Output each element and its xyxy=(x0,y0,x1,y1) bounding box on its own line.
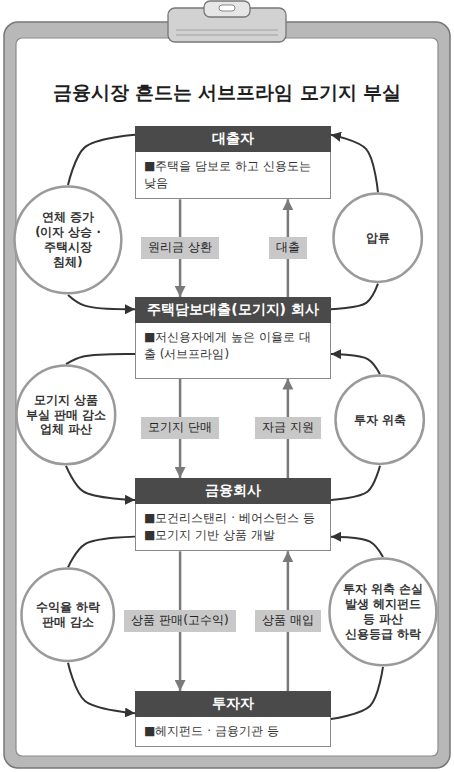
circle-text: 연체 증가 (이자 상승 · 주택시장 침체) xyxy=(28,210,108,270)
edge-label: 자금 지원 xyxy=(255,417,321,439)
box-body: ■저신용자에게 높은 이율로 대출 (서브프라임) xyxy=(135,323,331,379)
edge-label: 상품 매입 xyxy=(255,610,321,632)
effect-circle: 모기지 상품 부실 판매 감소 업체 파산 xyxy=(15,364,117,466)
box-text: ■모건리스탠리 · 베어스턴스 등 xyxy=(144,510,322,527)
effect-circle: 압류 xyxy=(332,192,423,283)
circle-shape xyxy=(15,187,122,294)
cycle-arrow xyxy=(331,135,378,193)
clip-tab xyxy=(204,1,250,17)
box-body: ■주택을 담보로 하고 신용도는 낮음 xyxy=(135,152,331,200)
effect-circle: 수익율 하락 판매 감소 xyxy=(20,567,115,662)
circle-text: 투자 위축 손실 발생 헤지펀드 등 파산 신용등급 하락 xyxy=(343,582,423,642)
box-body: ■모건리스탠리 · 베어스턴스 등■모기지 기반 상품 개발 xyxy=(135,504,331,552)
cycle-arrow xyxy=(331,667,383,719)
cycle-arrow xyxy=(331,284,378,310)
effect-circle: 투자 위축 xyxy=(334,374,425,465)
circle-shape xyxy=(336,376,424,464)
circle-shape xyxy=(330,559,437,666)
box-text: ■모기지 기반 상품 개발 xyxy=(144,527,322,544)
circle-text: 수익율 하락 판매 감소 xyxy=(28,600,108,630)
circle-text: 투자 위축 xyxy=(340,413,420,428)
circle-shape xyxy=(17,366,116,465)
entity-box: 금융회사■모건리스탠리 · 베어스턴스 등■모기지 기반 상품 개발 xyxy=(135,478,331,551)
diagram-title: 금융시장 흔드는 서브프라임 모기지 부실 xyxy=(20,80,434,105)
cycle-arrow xyxy=(68,537,135,568)
cycle-arrow xyxy=(68,663,135,714)
clipboard-board xyxy=(4,22,450,768)
box-header: 금융회사 xyxy=(135,478,331,504)
clip-ridge xyxy=(176,35,278,36)
circle-shape xyxy=(22,569,114,661)
box-text: ■저신용자에게 높은 이율로 대출 (서브프라임) xyxy=(144,329,322,364)
circle-text: 모기지 상품 부실 판매 감소 업체 파산 xyxy=(26,393,106,438)
circle-inner: 수익율 하락 판매 감소 xyxy=(20,567,115,662)
entity-box: 투자자 ■헤지펀드 · 금융기관 등 xyxy=(135,691,331,747)
cycle-arrow xyxy=(68,135,135,185)
circle-text: 압류 xyxy=(338,231,418,246)
edge-label: 상품 판매(고수익) xyxy=(124,610,235,632)
cycle-arrow xyxy=(331,354,380,374)
clip-ridge xyxy=(176,30,278,31)
cycle-arrow xyxy=(66,354,135,364)
cycle-arrow xyxy=(68,295,135,309)
circle-inner: 투자 위축 손실 발생 헤지펀드 등 파산 신용등급 하락 xyxy=(328,557,438,667)
cycle-arrow xyxy=(331,466,380,500)
entity-box: 주택담보대출(모기지) 회사 ■저신용자에게 높은 이율로 대출 (서브프라임) xyxy=(135,297,331,379)
edge-label: 원리금 상환 xyxy=(141,237,219,259)
circle-shape xyxy=(334,194,422,282)
entity-box: 대출자 ■주택을 담보로 하고 신용도는 낮음 xyxy=(135,126,331,199)
box-text: ■주택을 담보로 하고 신용도는 낮음 xyxy=(144,158,322,193)
paper-sheet xyxy=(16,38,438,756)
edge-label: 대출 xyxy=(269,237,307,259)
box-text: ■헤지펀드 · 금융기관 등 xyxy=(144,723,322,740)
cycle-arrow xyxy=(66,466,135,500)
circle-inner: 연체 증가 (이자 상승 · 주택시장 침체) xyxy=(13,185,123,295)
clip-hole xyxy=(219,5,235,11)
effect-circle: 투자 위축 손실 발생 헤지펀드 등 파산 신용등급 하락 xyxy=(328,557,438,667)
circle-inner: 투자 위축 xyxy=(334,374,425,465)
edge-label: 모기지 단매 xyxy=(141,417,219,439)
effect-circle: 연체 증가 (이자 상승 · 주택시장 침체) xyxy=(13,185,123,295)
circle-inner: 압류 xyxy=(332,192,423,283)
box-header: 투자자 xyxy=(135,691,331,717)
box-header: 대출자 xyxy=(135,126,331,152)
box-header: 주택담보대출(모기지) 회사 xyxy=(135,297,331,323)
cycle-arrow xyxy=(331,537,383,557)
box-body: ■헤지펀드 · 금융기관 등 xyxy=(135,717,331,747)
circle-inner: 모기지 상품 부실 판매 감소 업체 파산 xyxy=(15,364,117,466)
